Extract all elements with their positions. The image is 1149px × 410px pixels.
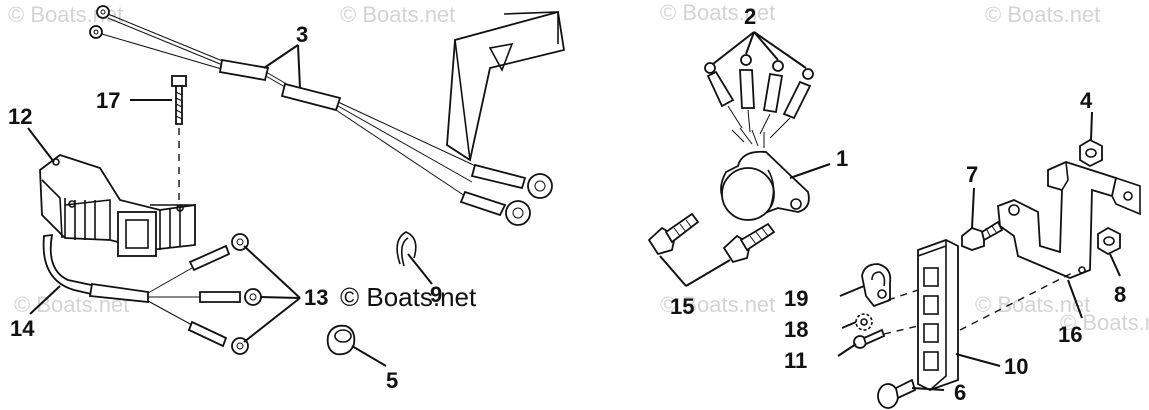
callout-19: 19 — [784, 286, 808, 311]
clip-9-drawing — [396, 231, 417, 267]
callout-7: 7 — [966, 162, 978, 187]
callout-numbers: 1 2 3 4 5 6 7 8 9 10 11 12 13 14 15 16 1… — [8, 4, 1126, 405]
rectifier-drawing — [704, 54, 814, 221]
watermark: © Boats.net — [985, 2, 1100, 27]
callout-11: 11 — [784, 348, 807, 373]
watermark: © Boats.net — [975, 292, 1090, 317]
watermark: © Boats.net — [660, 0, 775, 25]
screw-17-drawing — [171, 75, 187, 200]
stator-drawing — [39, 153, 262, 355]
harness-drawing — [89, 5, 566, 226]
credit-text: © Boats.net — [340, 282, 477, 312]
leader-lines — [27, 31, 1121, 391]
screw-6-drawing — [877, 378, 917, 409]
nut-4-drawing — [1079, 138, 1103, 168]
callout-3: 3 — [296, 22, 308, 47]
callout-17: 17 — [96, 88, 120, 113]
clamp-19-drawing — [861, 263, 892, 308]
dashed-guide — [887, 289, 919, 301]
watermark: © Boats.net — [1060, 310, 1149, 335]
bracket-16-drawing — [997, 161, 1141, 279]
callout-14: 14 — [10, 316, 35, 341]
watermark: © Boats.net — [660, 292, 775, 317]
dashed-guide — [959, 271, 1075, 331]
callout-12: 12 — [8, 104, 32, 129]
grommet-5-drawing — [326, 324, 356, 356]
bolt-7-drawing — [961, 220, 1004, 251]
callout-1: 1 — [836, 146, 848, 171]
callout-16: 16 — [1058, 322, 1082, 347]
callout-10: 10 — [1004, 354, 1028, 379]
bolts-15-drawing — [647, 212, 776, 264]
callout-18: 18 — [784, 317, 808, 342]
washer-18-drawing — [855, 313, 873, 331]
callout-8: 8 — [1114, 282, 1126, 307]
callout-6: 6 — [954, 380, 966, 405]
callout-15: 15 — [670, 294, 694, 319]
watermark: © Boats.net — [340, 2, 455, 27]
callout-4: 4 — [1080, 88, 1093, 113]
callout-9: 9 — [430, 282, 442, 307]
watermarks: © Boats.net © Boats.net © Boats.net © Bo… — [8, 0, 1149, 335]
callout-5: 5 — [386, 368, 398, 393]
screw-11-drawing — [853, 328, 886, 349]
terminal-block-10-drawing — [917, 239, 959, 391]
nut-8-drawing — [1097, 226, 1121, 256]
callout-13: 13 — [304, 285, 328, 310]
dashed-guide — [883, 325, 919, 335]
callout-2: 2 — [744, 4, 756, 29]
